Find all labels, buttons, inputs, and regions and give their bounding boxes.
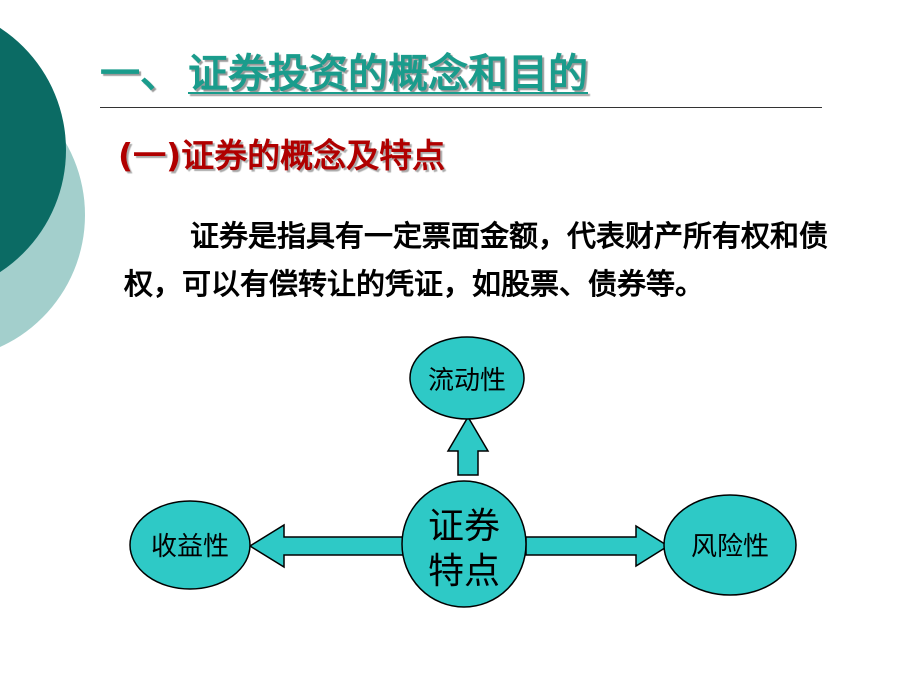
node-liquidity-label: 流动性 — [428, 366, 506, 396]
node-liquidity-shape — [409, 336, 525, 420]
title-text: 证券投资的概念和目的 — [188, 51, 588, 97]
node-risk: 风险性 — [663, 494, 797, 596]
node-liquidity: 流动性 — [409, 336, 525, 420]
slide-title: 一、证券投资的概念和目的 — [100, 46, 588, 102]
node-return-label: 收益性 — [151, 532, 229, 562]
node-return-shape — [129, 500, 251, 590]
node-risk-label: 风险性 — [691, 532, 769, 562]
decorative-circles — [0, 27, 85, 347]
arrow-up — [446, 415, 490, 476]
definition-paragraph: 证券是指具有一定票面金额，代表财产所有权和债权，可以有偿转让的凭证，如股票、债券… — [124, 212, 834, 308]
node-risk-shape — [663, 494, 797, 596]
node-center-label-line1: 证券 — [428, 506, 500, 547]
node-center-shape — [401, 480, 527, 608]
title-number: 一、 — [100, 51, 180, 97]
node-center-label-line2: 特点 — [428, 551, 500, 592]
node-center: 证券 特点 — [401, 480, 527, 608]
title-divider — [100, 107, 822, 108]
paragraph-text: 证券是指具有一定票面金额，代表财产所有权和债权，可以有偿转让的凭证，如股票、债券… — [124, 219, 829, 301]
arrow-left — [248, 523, 405, 569]
arrow-right — [525, 524, 670, 568]
dark-circle — [0, 27, 66, 273]
node-return: 收益性 — [129, 500, 251, 590]
section-subtitle: (一)证券的概念及特点 — [118, 136, 446, 175]
